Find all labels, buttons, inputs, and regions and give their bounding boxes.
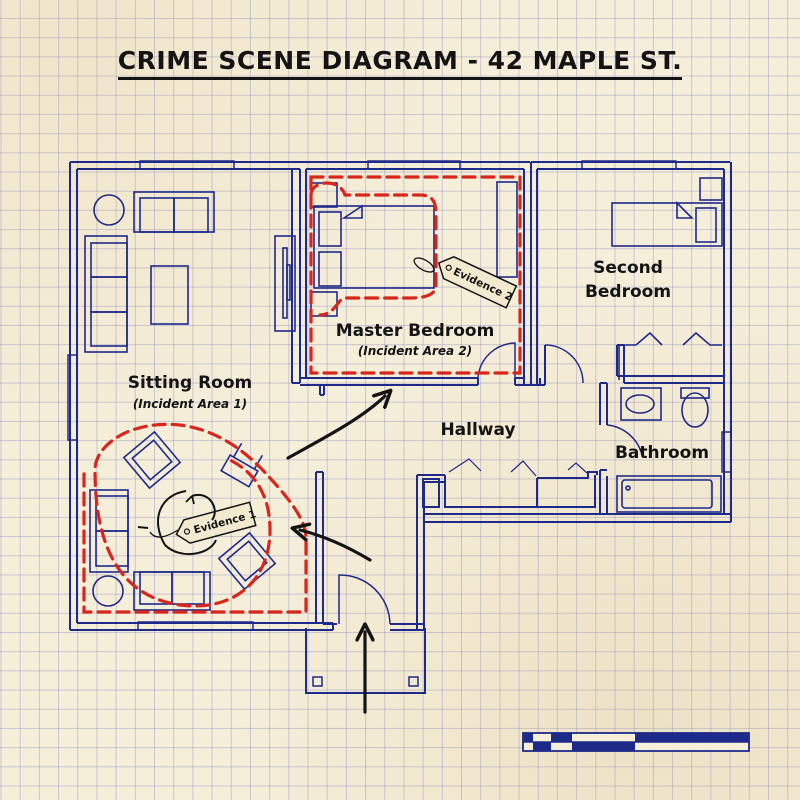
bathroom-wall bbox=[616, 344, 724, 384]
evidence-tag-2[interactable]: Evidence 2 bbox=[412, 252, 518, 309]
loveseat bbox=[133, 571, 211, 611]
movement-mark bbox=[137, 526, 149, 529]
second-bedroom-label-line2: Bedroom bbox=[585, 282, 671, 302]
second-bedroom-label: Second bbox=[593, 258, 663, 278]
side-table bbox=[93, 194, 125, 226]
coffee-table bbox=[150, 265, 189, 325]
master-bedroom-wall bbox=[514, 162, 541, 386]
incident-zones bbox=[82, 175, 522, 614]
hallway-wall bbox=[416, 474, 732, 630]
circle-arrow-icon bbox=[185, 495, 195, 505]
toilet-bowl bbox=[681, 392, 709, 428]
room-labels: Sitting Room (Incident Area 1) Master Be… bbox=[128, 258, 709, 463]
bathroom-wall bbox=[599, 469, 608, 515]
sofa bbox=[89, 489, 129, 573]
second-bedroom-wall bbox=[536, 169, 546, 386]
tag-string bbox=[149, 529, 179, 538]
window bbox=[367, 160, 461, 170]
master-bedroom-door bbox=[477, 342, 516, 379]
hallway-label: Hallway bbox=[440, 420, 515, 440]
evidence-marker-circle bbox=[157, 490, 217, 556]
closet bbox=[422, 478, 440, 508]
window bbox=[137, 621, 254, 631]
master-bedroom-label: Master Bedroom bbox=[336, 321, 495, 341]
window bbox=[67, 354, 78, 441]
side-table bbox=[92, 575, 124, 607]
window bbox=[139, 160, 235, 170]
toilet-tank bbox=[680, 387, 710, 399]
to-master-bedroom-arrow bbox=[286, 396, 385, 460]
armchair bbox=[122, 430, 182, 490]
overturned-chair bbox=[220, 442, 264, 488]
porch-post bbox=[312, 676, 323, 687]
to-sitting-room-arrow bbox=[300, 530, 372, 562]
bed bbox=[611, 201, 723, 247]
scale-bar bbox=[522, 732, 750, 752]
sitting-room-label: Sitting Room bbox=[128, 373, 253, 393]
armchair bbox=[217, 531, 277, 591]
tv-console bbox=[274, 235, 296, 332]
diagram-title: CRIME SCENE DIAGRAM - 42 MAPLE ST. bbox=[0, 46, 800, 80]
bathtub-basin bbox=[621, 479, 713, 509]
second-bedroom-wall bbox=[531, 161, 732, 522]
loveseat bbox=[133, 191, 215, 233]
nightstand bbox=[699, 177, 723, 201]
bed bbox=[313, 204, 435, 289]
porch-post bbox=[408, 676, 419, 687]
incident-zone-2 bbox=[309, 175, 522, 375]
dresser bbox=[496, 181, 518, 278]
window bbox=[581, 160, 677, 170]
bathtub bbox=[616, 475, 722, 513]
bathroom-label: Bathroom bbox=[615, 443, 709, 463]
closet bbox=[444, 471, 598, 508]
sofa bbox=[84, 235, 128, 353]
walls bbox=[67, 160, 732, 694]
bathroom-wall bbox=[599, 382, 608, 425]
entry-wall bbox=[323, 623, 424, 631]
hallway-wall bbox=[315, 471, 324, 624]
closet bbox=[618, 331, 722, 380]
vanity bbox=[620, 387, 662, 421]
window bbox=[721, 431, 732, 473]
second-bedroom-door bbox=[544, 344, 584, 384]
furniture bbox=[84, 177, 723, 611]
incident-zone-2-inner bbox=[309, 181, 438, 317]
closet-door bbox=[448, 458, 588, 477]
path-arrows bbox=[286, 396, 385, 714]
bathroom-door bbox=[606, 424, 643, 456]
front-door bbox=[338, 574, 391, 625]
evidence-tag-1[interactable]: Evidence 1 bbox=[137, 490, 259, 556]
sitting-room-sublabel: (Incident Area 1) bbox=[133, 397, 247, 411]
bathtub-drain bbox=[625, 485, 631, 491]
incident-zone-1 bbox=[82, 422, 308, 614]
tag-loop bbox=[413, 257, 435, 273]
nightstand bbox=[310, 291, 338, 317]
sitting-room-wall bbox=[291, 169, 301, 384]
master-bedroom-sublabel: (Incident Area 2) bbox=[358, 344, 472, 358]
sink bbox=[625, 394, 655, 414]
